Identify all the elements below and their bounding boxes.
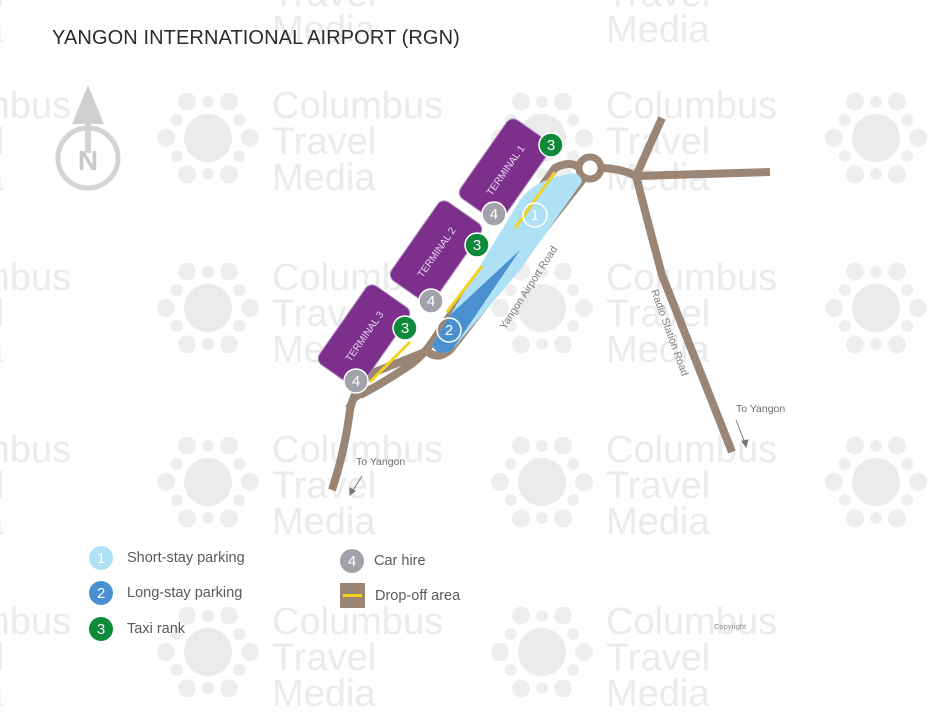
terminal-2: TERMINAL 2 — [389, 200, 483, 304]
car-hire-marker-t3: 4 — [343, 368, 369, 394]
svg-text:3: 3 — [401, 320, 409, 337]
dropoff-lanes — [368, 171, 557, 384]
to-yangon-label-right: To Yangon — [736, 403, 786, 415]
taxi-rank-marker-t2: 3 — [464, 232, 490, 258]
legend-label: Taxi rank — [127, 621, 186, 637]
svg-text:3: 3 — [473, 237, 481, 254]
page-title: YANGON INTERNATIONAL AIRPORT (RGN) — [52, 27, 460, 49]
north-arrow-icon: N — [55, 85, 121, 191]
legend-label: Short-stay parking — [127, 550, 245, 566]
car-hire-marker-t2: 4 — [418, 288, 444, 314]
svg-text:2: 2 — [445, 322, 453, 339]
legend-item-dropoff: Drop-off area — [340, 583, 460, 608]
car-hire-marker-t1: 4 — [481, 201, 507, 227]
airport-map: N TERMINAL 1 TERMINAL 2 TERMINAL 3 — [55, 85, 771, 497]
legend-item-short-stay: 1 Short-stay parking — [89, 546, 245, 570]
svg-text:N: N — [78, 145, 98, 176]
to-yangon-arrow-icon — [349, 419, 749, 497]
legend-label: Car hire — [374, 553, 426, 569]
svg-text:1: 1 — [531, 207, 539, 224]
svg-text:4: 4 — [352, 373, 360, 390]
roundabout — [575, 153, 605, 183]
dropoff-area-icon — [340, 583, 365, 608]
copyright-text: Copyright — [714, 622, 747, 631]
svg-text:4: 4 — [490, 206, 498, 223]
long-stay-parking-icon: 2 — [89, 581, 113, 605]
legend-item-taxi: 3 Taxi rank — [89, 617, 185, 641]
to-yangon-label-left: To Yangon — [356, 456, 406, 468]
terminal-3: TERMINAL 3 — [317, 284, 411, 388]
legend-item-car-hire: 4 Car hire — [340, 549, 426, 573]
svg-text:3: 3 — [547, 137, 555, 154]
car-hire-icon: 4 — [340, 549, 364, 573]
taxi-rank-marker-t3: 3 — [392, 315, 418, 341]
long-stay-parking-area — [432, 250, 520, 354]
taxi-rank-icon: 3 — [89, 617, 113, 641]
taxi-rank-marker-t1: 3 — [538, 132, 564, 158]
short-stay-marker: 1 — [522, 202, 548, 228]
long-stay-marker: 2 — [436, 317, 462, 343]
svg-text:4: 4 — [427, 293, 435, 310]
terminal-1: TERMINAL 1 — [458, 118, 552, 222]
short-stay-parking-icon: 1 — [89, 546, 113, 570]
legend-item-long-stay: 2 Long-stay parking — [89, 581, 242, 605]
legend-label: Drop-off area — [375, 587, 461, 604]
legend-label: Long-stay parking — [127, 585, 243, 601]
